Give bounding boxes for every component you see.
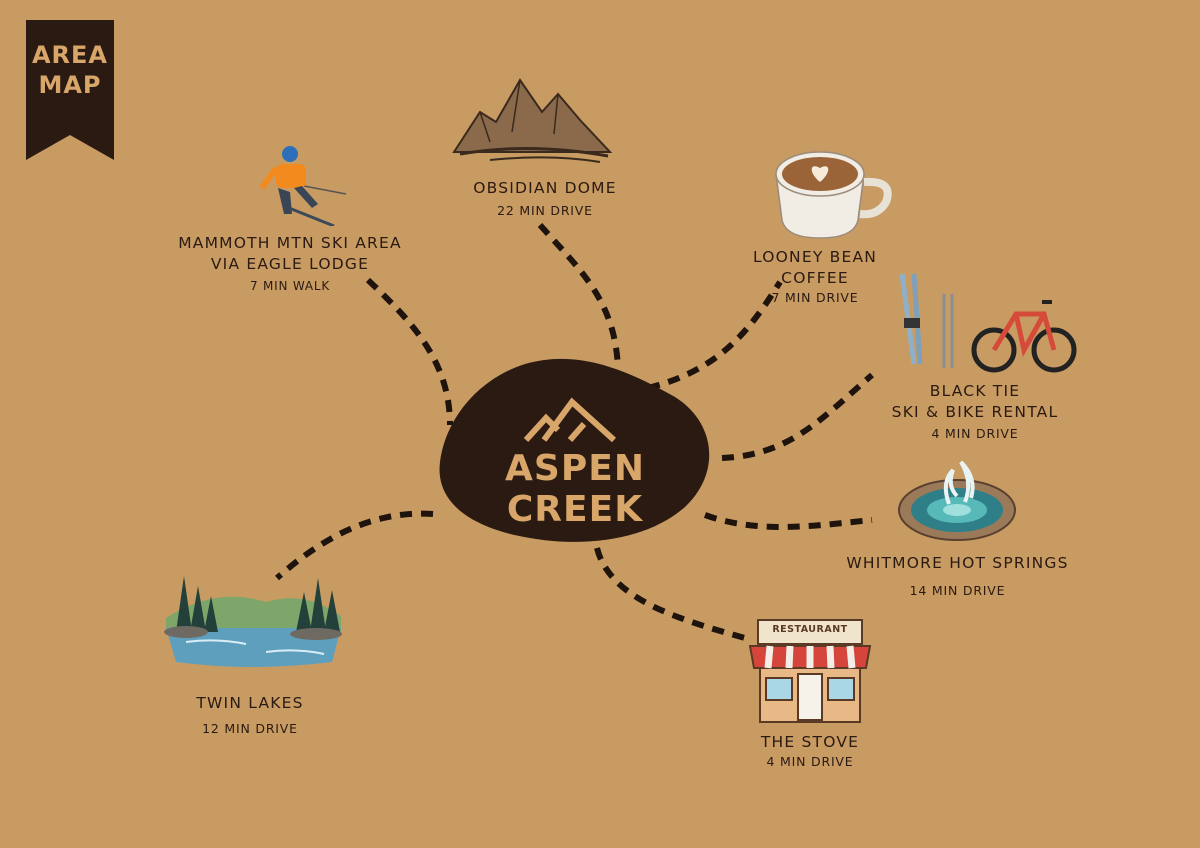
looney-name-2: COFFEE [781, 269, 849, 287]
lake-icon [164, 576, 342, 667]
route-whitmore [703, 512, 873, 530]
mammoth-label: MAMMOTH MTN SKI AREA VIA EAGLE LODGE 7 M… [160, 233, 420, 295]
restaurant-building [748, 619, 872, 723]
whitmore-label: WHITMORE HOT SPRINGS 14 MIN DRIVE [815, 553, 1100, 600]
mammoth-distance: 7 MIN WALK [249, 279, 331, 293]
route-obsidian [537, 223, 621, 369]
whitmore-name: WHITMORE HOT SPRINGS [846, 554, 1069, 572]
route-looney [647, 280, 783, 391]
twinlakes-label: TWIN LAKES 12 MIN DRIVE [150, 693, 350, 738]
blacktie-name-1: BLACK TIE [929, 382, 1021, 400]
whitmore-distance: 14 MIN DRIVE [909, 583, 1006, 598]
banner-ribbon-icon [26, 20, 114, 160]
obsidian-distance: 22 MIN DRIVE [497, 203, 593, 218]
obsidian-name: OBSIDIAN DOME [473, 179, 617, 197]
mountain-sketch-icon [452, 78, 613, 163]
area-map-banner: AREA MAP [26, 20, 114, 160]
looney-name-1: LOONEY BEAN [752, 248, 878, 266]
mammoth-name-1: MAMMOTH MTN SKI AREA [178, 234, 402, 252]
twinlakes-distance: 12 MIN DRIVE [202, 721, 298, 736]
route-twinlakes [275, 510, 434, 581]
route-stove [594, 547, 753, 643]
hot-spring-icon [898, 460, 1016, 541]
skier-icon [259, 146, 347, 226]
blacktie-distance: 4 MIN DRIVE [931, 426, 1019, 441]
route-mammoth [365, 277, 453, 426]
obsidian-label: OBSIDIAN DOME 22 MIN DRIVE [430, 178, 660, 220]
route-blacktie [721, 372, 874, 461]
blacktie-name-2: SKI & BIKE RENTAL [891, 403, 1059, 421]
banner-line-2: MAP [38, 71, 102, 99]
restaurant-sign: RESTAURANT [772, 624, 848, 635]
center-title: ASPEN CREEK [505, 448, 645, 530]
restaurant-icon: RESTAURANT [748, 618, 873, 723]
mountain-logo-icon [523, 397, 617, 443]
coffee-cup-icon [775, 151, 892, 239]
ski-bike-icon [899, 273, 1077, 373]
stove-name: THE STOVE [760, 733, 860, 751]
looney-distance: 7 MIN DRIVE [771, 290, 859, 305]
twinlakes-name: TWIN LAKES [196, 694, 304, 712]
stove-label: THE STOVE 4 MIN DRIVE [710, 732, 910, 771]
banner-line-1: AREA [31, 41, 109, 69]
blacktie-label: BLACK TIE SKI & BIKE RENTAL 4 MIN DRIVE [870, 381, 1080, 443]
looney-label: LOONEY BEAN COFFEE 7 MIN DRIVE [720, 247, 910, 307]
mammoth-name-2: VIA EAGLE LODGE [210, 255, 370, 273]
center-blob [439, 358, 710, 542]
stove-distance: 4 MIN DRIVE [766, 754, 854, 769]
